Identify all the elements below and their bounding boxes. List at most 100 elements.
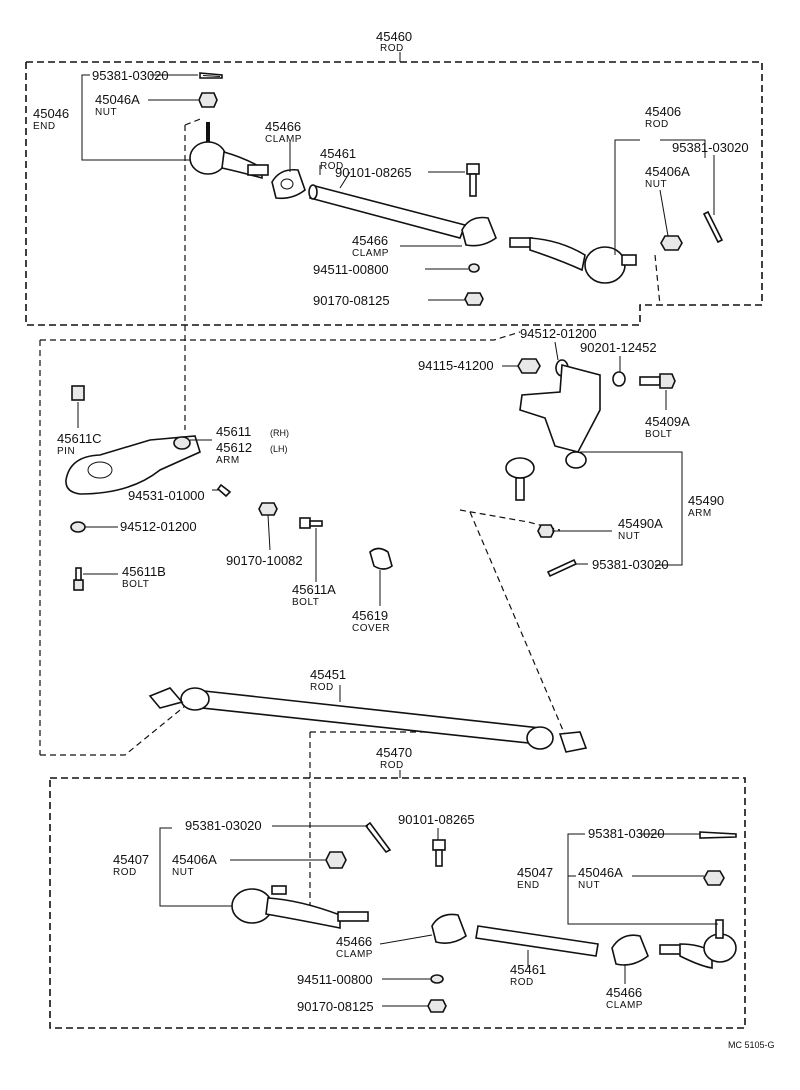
sleeve-rod-part — [308, 184, 467, 239]
svg-text:ARM: ARM — [216, 455, 240, 466]
svg-text:45461: 45461 — [510, 962, 546, 977]
label-cotter-pin: 95381-03020 — [672, 140, 749, 155]
bolt-part — [432, 839, 446, 867]
label-bolt-45409a: 45409A BOLT — [645, 414, 690, 440]
label-cotter-pin: 95381-03020 — [592, 557, 669, 572]
label-nut-45490a: 45490A NUT — [618, 516, 663, 542]
label-cotter-pin: 95381-03020 — [92, 68, 169, 83]
svg-text:45466: 45466 — [265, 119, 301, 134]
bolt-part — [466, 163, 480, 197]
svg-text:45612: 45612 — [216, 440, 252, 455]
middle-dashed-boundary — [39, 117, 661, 918]
label-bolt-90101: 90101-08265 — [335, 165, 412, 180]
sleeve-rod-part — [475, 925, 599, 957]
svg-text:ARM: ARM — [688, 508, 712, 519]
cotter-pin-part — [216, 483, 232, 498]
label-clamp-45466: 45466 CLAMP — [336, 934, 373, 960]
center-link-part — [148, 687, 588, 753]
label-rod-45451: 45451 ROD — [310, 667, 346, 693]
svg-text:45466: 45466 — [352, 233, 388, 248]
nut-part — [427, 999, 447, 1013]
relay-rod-end-part — [231, 885, 369, 929]
nut-part — [198, 92, 218, 108]
tie-rod-end-part — [659, 919, 737, 969]
label-washer-94512: 94512-01200 — [120, 519, 197, 534]
cover-part — [369, 547, 393, 570]
label-cotter-pin: 95381-03020 — [185, 818, 262, 833]
svg-text:NUT: NUT — [95, 107, 117, 118]
upper-assembly-box — [25, 52, 763, 326]
svg-text:45611: 45611 — [216, 424, 251, 439]
label-arm-45611-45612: 45611 (RH) 45612 (LH) ARM — [216, 424, 289, 466]
label-cotter-pin-94531: 94531-01000 — [128, 488, 205, 503]
svg-text:CLAMP: CLAMP — [606, 1000, 643, 1011]
svg-text:45046A: 45046A — [95, 92, 140, 107]
clamp-part — [431, 913, 467, 944]
label-arm-45490: 45490 ARM — [688, 493, 724, 519]
cotter-pin-part — [364, 821, 392, 854]
label-end-45047: 45047 END — [517, 865, 553, 891]
label-clamp-45466: 45466 CLAMP — [606, 985, 643, 1011]
leader-lines — [77, 74, 718, 1007]
tie-rod-end-part — [189, 122, 269, 180]
svg-text:45451: 45451 — [310, 667, 346, 682]
svg-text:ROD: ROD — [320, 161, 344, 172]
svg-text:(LH): (LH) — [270, 444, 288, 454]
svg-text:45466: 45466 — [336, 934, 372, 949]
svg-text:COVER: COVER — [352, 623, 390, 634]
svg-text:45406A: 45406A — [172, 852, 217, 867]
bolt-part — [73, 567, 84, 591]
bolt-part — [299, 517, 323, 529]
lock-washer-part — [430, 974, 444, 984]
washer-part — [70, 521, 86, 533]
label-pin-45611c: 45611C PIN — [57, 431, 102, 457]
svg-text:END: END — [33, 121, 56, 132]
svg-text:CLAMP: CLAMP — [265, 134, 302, 145]
svg-text:BOLT: BOLT — [645, 429, 672, 440]
footer-code: MC 5105-G — [728, 1040, 775, 1050]
idler-arm-part — [65, 435, 201, 495]
nut-part — [703, 870, 725, 886]
label-end-45046: 45046 END — [33, 106, 69, 132]
label-nut-90170: 90170-08125 — [297, 999, 374, 1014]
label-rod-45461: 45461 ROD — [320, 146, 356, 172]
label-cover-45619: 45619 COVER — [352, 608, 390, 634]
label-rod-45470: 45470 ROD — [376, 745, 412, 771]
svg-text:45409A: 45409A — [645, 414, 690, 429]
svg-text:ROD: ROD — [380, 760, 404, 771]
svg-text:45460: 45460 — [376, 29, 412, 44]
svg-text:45619: 45619 — [352, 608, 388, 623]
nut-part — [537, 524, 555, 538]
svg-text:NUT: NUT — [172, 867, 194, 878]
svg-text:CLAMP: CLAMP — [336, 949, 373, 960]
label-washer-94511: 94511-00800 — [313, 262, 389, 277]
pitman-arm-part — [505, 363, 601, 501]
svg-text:45461: 45461 — [320, 146, 356, 161]
svg-text:45047: 45047 — [517, 865, 553, 880]
lock-washer-part — [468, 263, 480, 273]
lower-assembly-box — [49, 770, 746, 1029]
label-washer-94511: 94511-00800 — [297, 972, 373, 987]
svg-text:45406: 45406 — [645, 104, 681, 119]
clamp-part — [461, 216, 497, 247]
label-rod-45461: 45461 ROD — [510, 962, 546, 988]
svg-text:PIN: PIN — [57, 446, 75, 457]
label-clamp-45466: 45466 CLAMP — [265, 119, 302, 145]
clamp-part — [271, 168, 306, 200]
svg-text:NUT: NUT — [618, 531, 640, 542]
label-nut-45406a: 45406A NUT — [172, 852, 217, 878]
relay-rod-end-part — [509, 237, 637, 284]
svg-text:45046A: 45046A — [578, 865, 623, 880]
svg-text:ROD: ROD — [510, 977, 534, 988]
nut-part — [517, 358, 541, 374]
svg-text:CLAMP: CLAMP — [352, 248, 389, 259]
label-rod-45460: 45460 ROD — [376, 29, 412, 54]
label-nut-94115: 94115-41200 — [418, 358, 494, 373]
nut-part — [325, 851, 347, 869]
svg-text:BOLT: BOLT — [292, 597, 319, 608]
label-bolt-45611b: 45611B BOLT — [122, 564, 166, 590]
nut-part — [464, 292, 484, 306]
svg-text:45611A: 45611A — [292, 582, 336, 597]
svg-text:ROD: ROD — [113, 867, 137, 878]
svg-text:45470: 45470 — [376, 745, 412, 760]
